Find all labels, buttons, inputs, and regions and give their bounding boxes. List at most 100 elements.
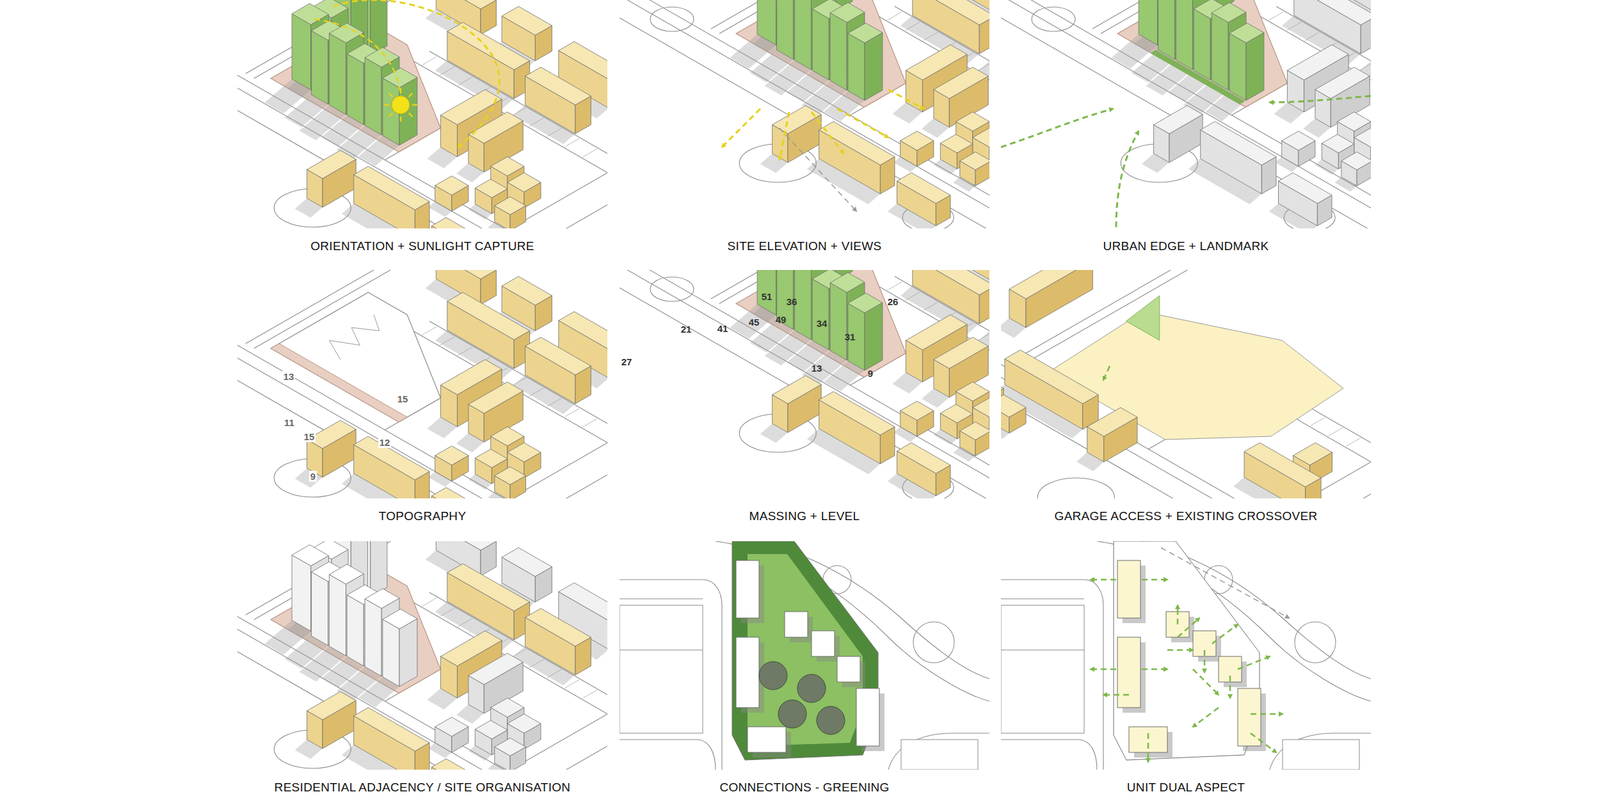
building-roof — [474, 179, 508, 198]
building — [1237, 688, 1261, 747]
dashed-arrow — [1141, 668, 1168, 671]
road-line — [237, 1, 605, 230]
building-face — [848, 33, 865, 101]
building-roof — [912, 0, 990, 25]
building-face — [830, 12, 847, 91]
building — [784, 611, 808, 638]
building-roof — [956, 112, 990, 132]
building-face — [794, 0, 811, 70]
building-roof — [1004, 350, 1099, 404]
block — [1000, 605, 1085, 734]
building-face — [399, 618, 418, 687]
building-roof — [912, 270, 990, 296]
road-line — [422, 598, 438, 607]
building — [837, 656, 861, 683]
sun — [391, 96, 410, 114]
building-face — [291, 14, 312, 91]
building-roof — [1244, 442, 1321, 488]
dashed-arrow — [333, 0, 500, 148]
building-roof — [1087, 407, 1138, 437]
building-roof — [933, 67, 989, 99]
building-face — [776, 0, 794, 60]
road-line — [1000, 291, 1369, 500]
building-face — [1158, 0, 1176, 60]
courtyard — [747, 554, 863, 747]
road-line — [1000, 0, 1371, 229]
panel-caption: MASSING + LEVEL — [749, 509, 861, 524]
building-roof — [507, 442, 541, 463]
dashed-arrow — [779, 128, 857, 212]
building-face — [757, 270, 777, 316]
building-face — [364, 57, 382, 136]
building-face — [757, 0, 777, 46]
building-roof — [490, 698, 525, 718]
building-face — [1229, 33, 1247, 101]
building-roof — [432, 487, 486, 499]
sun-ray — [389, 113, 393, 118]
building-roof — [328, 564, 364, 585]
panel-caption: CONNECTIONS - GREENING — [719, 780, 889, 795]
building-roof — [772, 375, 822, 404]
dashed-arrow — [1203, 650, 1206, 673]
building-roof — [490, 156, 525, 176]
building-face — [830, 282, 847, 361]
building-roof — [1229, 23, 1264, 43]
dashed-arrow — [888, 89, 924, 109]
dashed-arrow — [1167, 649, 1193, 652]
road-line — [887, 282, 903, 291]
block — [1000, 650, 1085, 651]
sun-ray — [408, 113, 413, 118]
road-line — [1000, 598, 1085, 600]
building-roof — [353, 436, 430, 480]
building-roof — [1287, 44, 1349, 80]
building-roof — [819, 391, 895, 436]
building-face — [311, 30, 329, 105]
building — [736, 637, 760, 708]
panel-caption: TOPOGRAPHY — [378, 509, 467, 524]
level-number: 9 — [866, 368, 875, 379]
block — [619, 605, 703, 734]
building-roof — [435, 176, 469, 196]
block — [619, 650, 703, 651]
panel — [237, 270, 608, 499]
panel-caption: SITE ELEVATION + VIEWS — [727, 239, 882, 254]
building-roof — [468, 112, 523, 144]
tree — [778, 700, 807, 729]
road-line — [619, 739, 716, 770]
road-line — [619, 270, 990, 499]
road-line — [1000, 0, 1371, 229]
panel — [237, 541, 608, 770]
roundabout — [913, 622, 955, 664]
building-face — [1138, 0, 1158, 46]
building-roof — [1321, 134, 1355, 153]
dashed-arrow — [1000, 108, 1113, 148]
dashed-arrow — [1103, 694, 1129, 697]
building-face — [864, 32, 883, 101]
road-line — [582, 419, 598, 428]
building-face — [1246, 32, 1264, 101]
building-roof — [848, 293, 883, 313]
building-roof — [447, 563, 530, 612]
dashed-arrow — [1176, 605, 1179, 625]
dashed-arrow — [1269, 96, 1371, 103]
panel — [619, 541, 990, 770]
panel-caption: GARAGE ACCESS + EXISTING CROSSOVER — [1054, 509, 1318, 524]
building-roof — [353, 707, 430, 752]
panel-caption: URBAN EDGE + LANDMARK — [1102, 239, 1269, 254]
level-number: 15 — [302, 431, 317, 443]
building-roof — [364, 47, 400, 68]
road-line — [888, 733, 990, 770]
building-roof — [848, 23, 883, 43]
building-roof — [1000, 375, 1004, 399]
building-roof — [432, 759, 486, 770]
building-face — [864, 302, 883, 371]
tree — [797, 674, 826, 703]
building-face — [364, 599, 382, 677]
dashed-arrow — [1116, 131, 1139, 228]
roundabout — [1294, 622, 1336, 664]
building — [1117, 637, 1141, 708]
block — [901, 739, 978, 770]
road-line — [237, 272, 605, 500]
road-line — [1269, 733, 1371, 770]
building-roof — [474, 449, 508, 468]
